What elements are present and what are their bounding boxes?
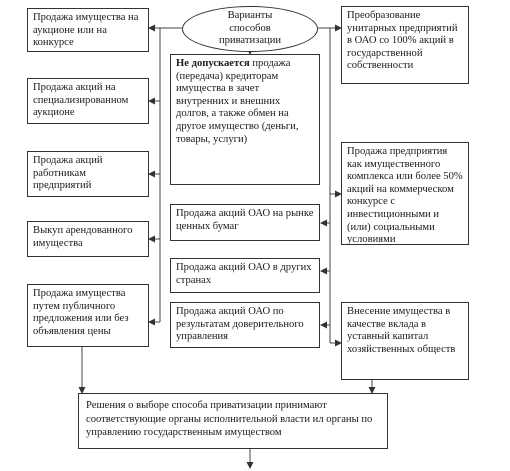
restriction-box: Не допускается продажа (передача) кредит…: [170, 54, 320, 185]
center-ellipse: Варианты способов приватизации: [182, 6, 318, 52]
right-box-enterprise-sale: Продажа предприятия как имущественного к…: [341, 142, 469, 245]
restriction-emphasis: Не допускается: [176, 58, 250, 69]
restriction-text: продажа (передача) кредиторам имущества …: [176, 58, 299, 145]
left-box-public-offer: Продажа имущества путем публичного предл…: [27, 284, 149, 347]
left-box-special-auction: Продажа акций на специализированном аукц…: [27, 78, 149, 124]
mid-box-trust-management: Продажа акций ОАО по результатам доверит…: [170, 302, 320, 348]
left-box-auction: Продажа имущества на аукционе или на кон…: [27, 8, 149, 52]
mid-box-securities-market: Продажа акций ОАО на рынке ценных бумаг: [170, 204, 320, 241]
right-box-capital-contribution: Внесение имущества в качестве вклада в у…: [341, 302, 469, 380]
mid-box-other-countries: Продажа акций ОАО в других странах: [170, 258, 320, 293]
left-box-lease-buyout: Выкуп арендованного имущества: [27, 221, 149, 257]
right-box-transformation: Преобразование унитарных предприятий в О…: [341, 6, 469, 84]
left-box-employees: Продажа акций работникам предприятий: [27, 151, 149, 197]
center-label: Варианты способов приватизации: [218, 10, 282, 47]
decision-box: Решения о выборе способа приватизации пр…: [78, 393, 388, 449]
